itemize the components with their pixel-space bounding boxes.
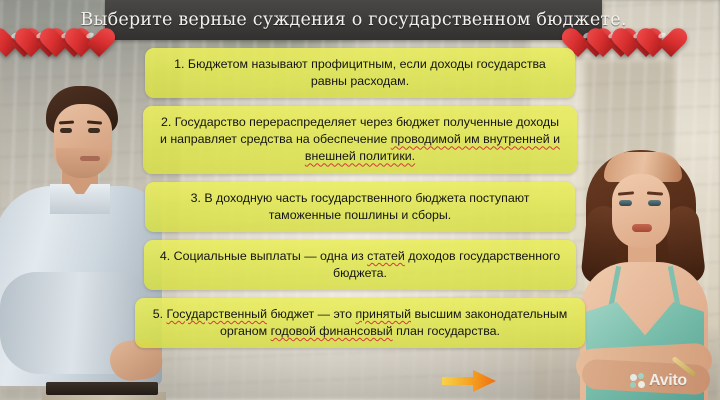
page-title: Выберите верные суждения о государственн… [80,10,627,30]
man-eye-right [88,128,100,133]
statement-text: 2. Государство перераспределяет через бю… [159,115,560,147]
spellcheck-underlined-text: принятый [355,306,412,321]
statement-panel-3[interactable]: 3. В доходную часть государственного бюд… [145,181,575,232]
woman-eye-left [619,200,632,206]
statement-text: 3. В доходную часть государственного бюд… [190,190,530,222]
man-trousers [42,392,166,400]
spellcheck-underlined-text: проводимой им внутренней и внешней полит… [304,132,561,164]
page-title-bar: Выберите верные суждения о государственн… [80,0,626,40]
avito-watermark: Avito [630,372,687,390]
statement-text: 1. Бюджетом называют профицитным, если д… [174,57,546,89]
arrow-right-icon [440,368,498,394]
statement-panel-5[interactable]: 5. Государственный бюджет — это принятый… [135,297,585,349]
statement-text: план государства. [392,324,500,339]
avito-wordmark: Avito [649,372,687,389]
woman-mouth [632,224,652,232]
statement-panel-1[interactable]: 1. Бюджетом называют профицитным, если д… [145,48,575,99]
spellcheck-underlined-text: Государственный [166,306,267,321]
avito-logo-icon [630,373,646,389]
statement-panel-2[interactable]: 2. Государство перераспределяет через бю… [143,106,577,174]
man-eye-left [60,128,72,133]
statement-text: доходов государственного бюджета. [333,248,561,280]
statement-text: высшим законодательным органом [220,306,568,339]
spellcheck-underlined-text: статей [367,248,405,263]
illustration-woman [560,150,720,400]
statement-text: 4. Социальные выплаты — одна из [159,248,368,263]
illustration-man [0,86,166,400]
woman-eye-right [648,200,661,206]
statement-panel-4[interactable]: 4. Социальные выплаты — одна из статей д… [144,239,576,290]
man-mouth [80,156,100,161]
spellcheck-underlined-text: годовой финансовый [270,324,393,339]
man-belt [46,382,158,395]
statement-text: 5. [152,306,167,321]
woman-face [612,174,670,248]
statement-list: 1. Бюджетом называют профицитным, если д… [0,48,720,356]
statement-text: бюджет — это [267,306,356,321]
